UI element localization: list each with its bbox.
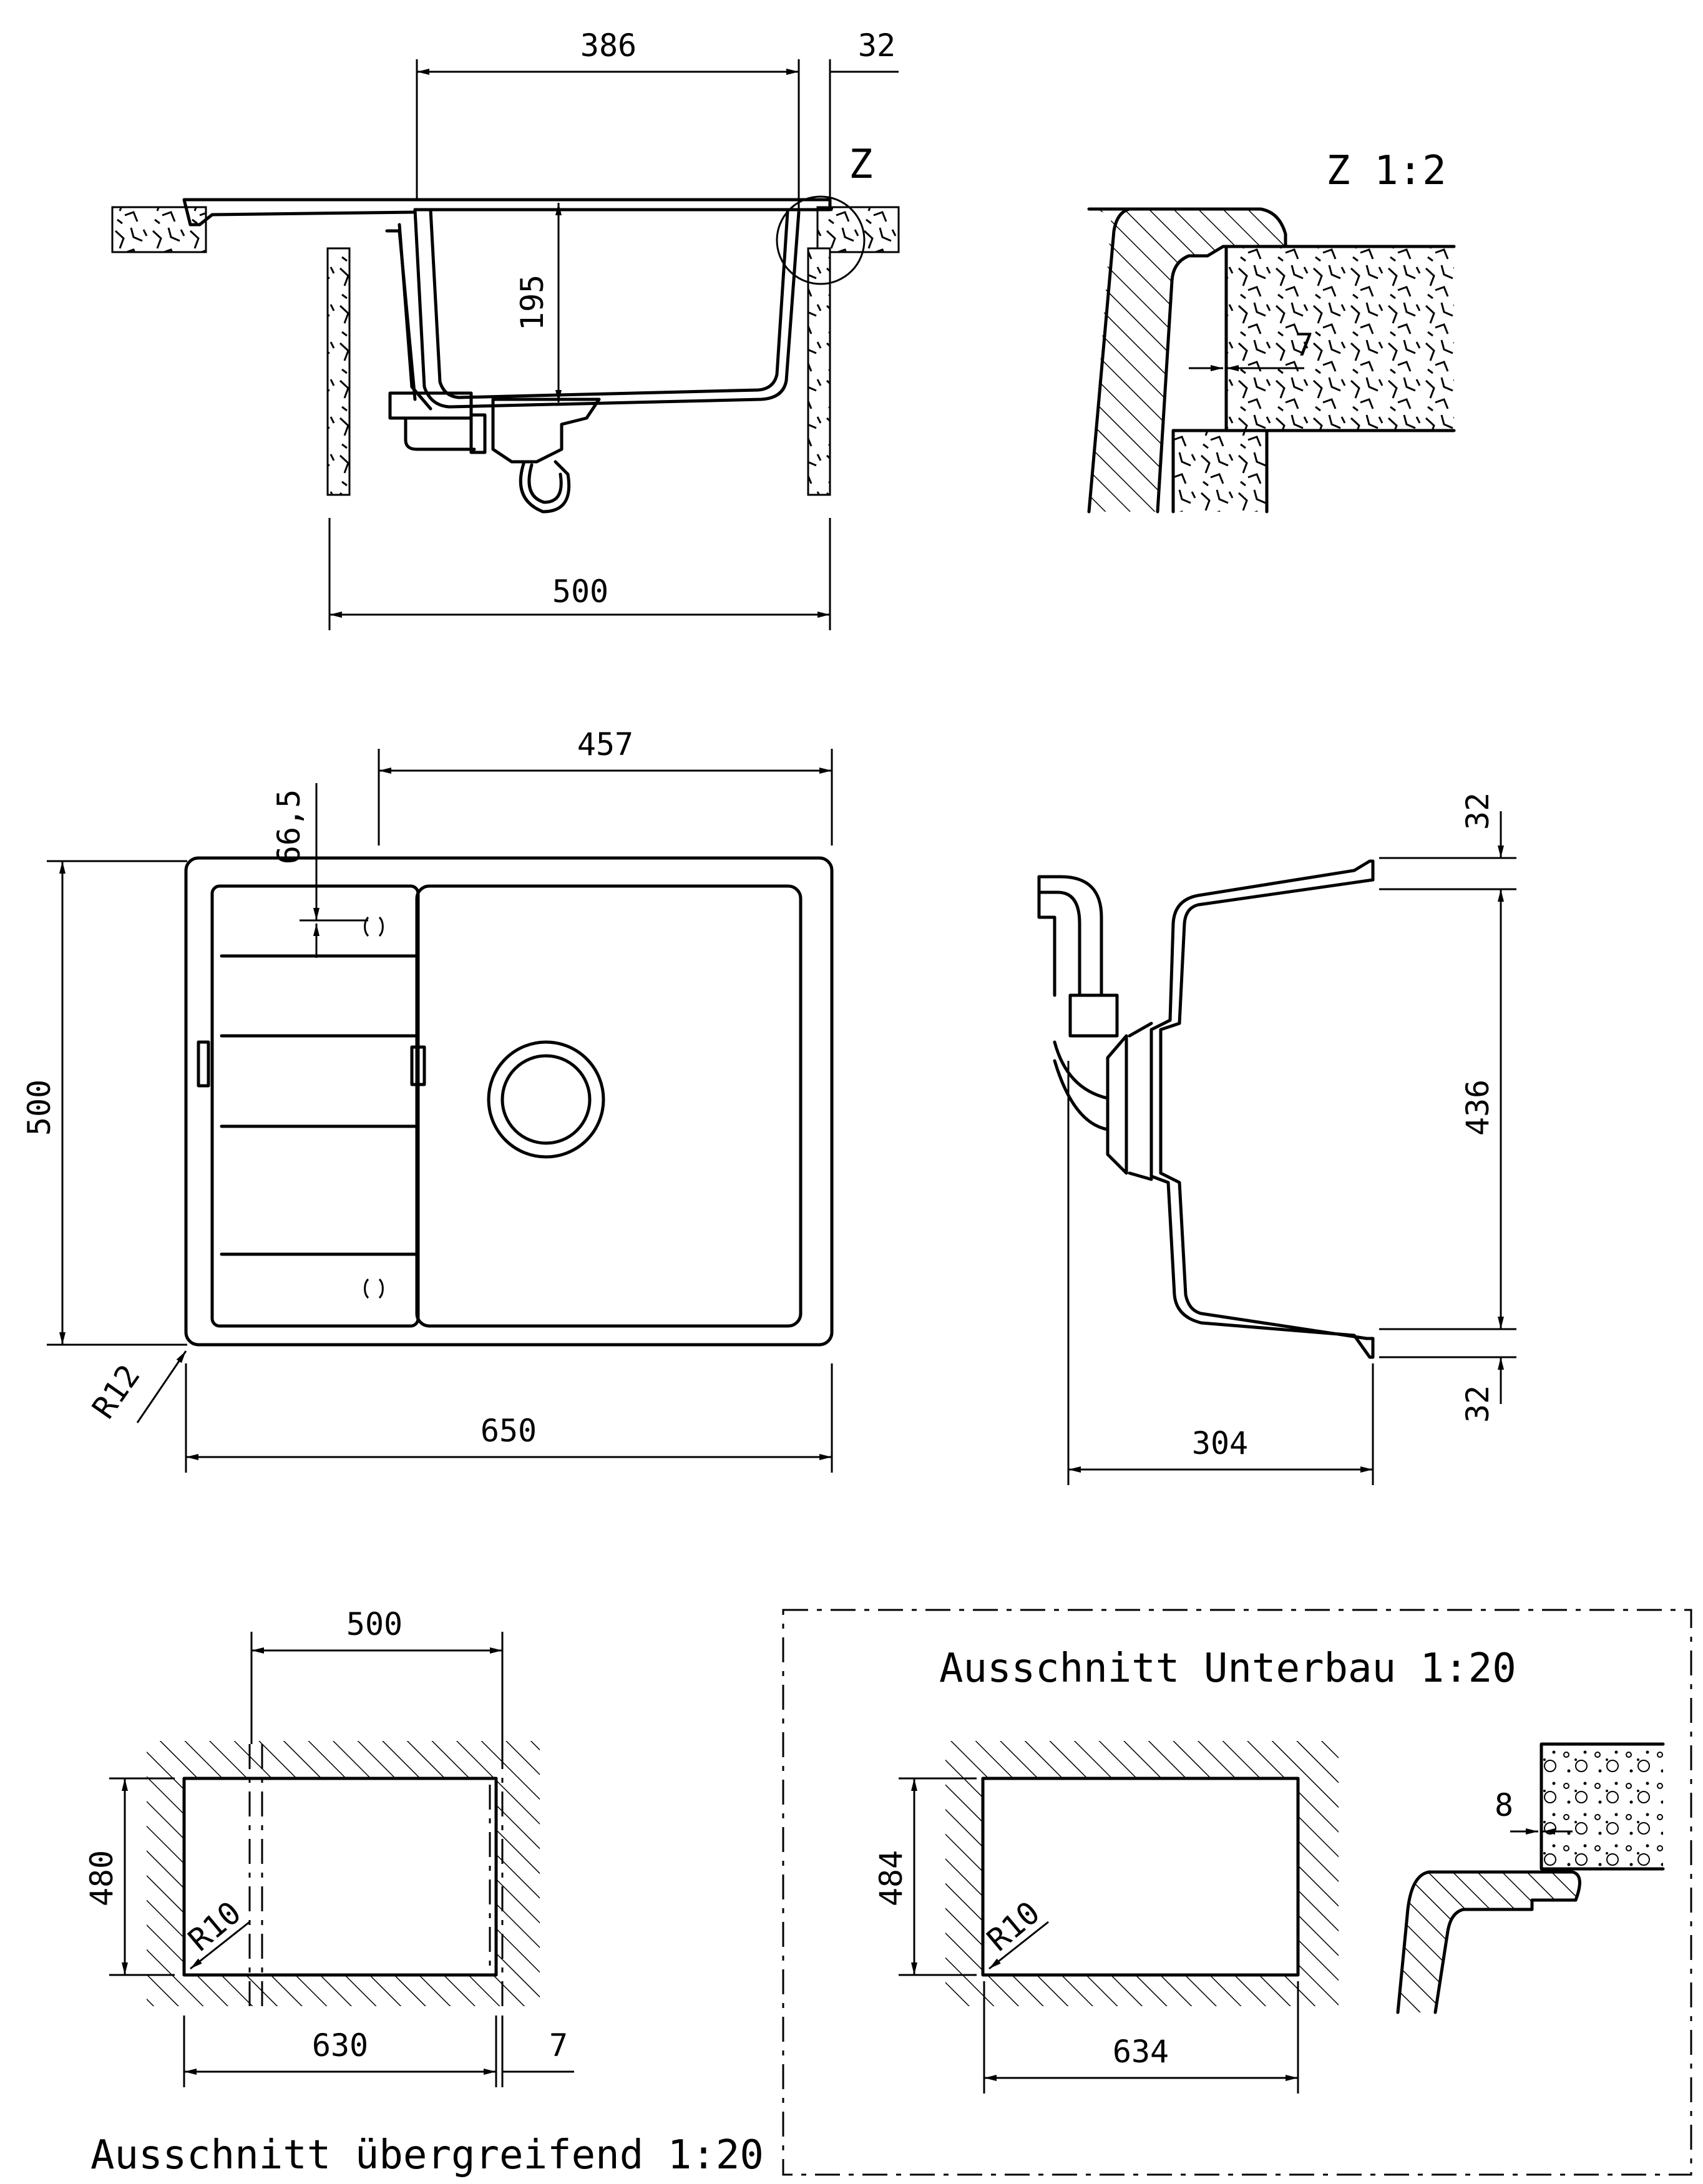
- sink-edge-outline-inner: [1087, 207, 1131, 514]
- undermount-sink-edge: [1398, 1872, 1580, 2012]
- drain-trap-inner: [527, 463, 563, 504]
- dim-label-66-5: 66,5: [271, 789, 307, 864]
- dim-line-r12: [136, 1350, 187, 1423]
- dim-label-436: 436: [1460, 1080, 1496, 1136]
- cutout-undermount-title: Ausschnitt Unterbau 1:20: [939, 1645, 1516, 1692]
- sink-edge-section: [1089, 209, 1286, 512]
- drain-strainer: [491, 397, 601, 464]
- drain-trap: [519, 460, 571, 514]
- dim-line-cut1-r10: [190, 1921, 250, 1970]
- cabinet-wall-left: [328, 248, 349, 495]
- tap-hole-top: [364, 916, 384, 937]
- dim-label-cut2-8: 8: [1495, 1787, 1513, 1823]
- dim-label-cut1-7: 7: [549, 2027, 568, 2064]
- side-drain-flange: [1128, 1021, 1153, 1181]
- cabinet-wall-left-outline: [326, 247, 351, 496]
- detail-z-circle: [776, 195, 866, 285]
- cabinet-section: [1173, 431, 1267, 512]
- dim-label-cut1-480: 480: [84, 1850, 120, 1906]
- dim-label-500: 500: [552, 573, 608, 610]
- dim-label-32-bottom: 32: [1460, 1385, 1496, 1423]
- front-section-view: Z 386 32 195 500: [111, 27, 900, 630]
- top-view: 66,5 457 500 650 R12: [21, 726, 834, 1473]
- dim-label-32: 32: [858, 27, 895, 64]
- overflow-pipe: [398, 223, 432, 411]
- dim-label-195: 195: [514, 275, 550, 331]
- overflow-slot: [197, 1040, 210, 1088]
- sink-rim: [182, 198, 832, 227]
- side-pipe-nut: [1068, 993, 1119, 1038]
- cutout2-opening: [983, 1778, 1298, 1975]
- drain-inner: [500, 1054, 592, 1145]
- tap-hole-bottom: [364, 1278, 384, 1299]
- overflow-pipe-outer: [385, 229, 417, 401]
- dim-label-cut1-630: 630: [312, 2027, 368, 2064]
- cutout1-outline: [182, 1777, 498, 1977]
- side-overflow-pipe: [1037, 890, 1081, 997]
- dim-label-7: 7: [1295, 327, 1314, 363]
- dim-label-500-top: 500: [21, 1080, 57, 1136]
- cutout-overlapping-view: 500 480 630 7 R10 Ausschnitt übergreifen…: [84, 1606, 764, 2178]
- detail-z-view: Z 1:2 7: [1087, 148, 1456, 514]
- dim-label-32-top: 32: [1460, 792, 1496, 830]
- cutout-undermount-view: Ausschnitt Unterbau 1:20 484 634 R10 8: [782, 1609, 1692, 2176]
- side-pipe-lower: [1053, 1040, 1110, 1131]
- drain-connector: [388, 391, 473, 420]
- detail-marker-label: Z: [849, 142, 873, 188]
- side-bowl: [1149, 859, 1375, 1359]
- bowl-overflow: [410, 1045, 426, 1086]
- sink-bowl-inner: [429, 208, 789, 399]
- cutout-overlap-title: Ausschnitt übergreifend 1:20: [90, 2132, 764, 2178]
- cabinet-wall-right: [808, 248, 830, 495]
- countertop-left: [112, 207, 206, 252]
- cutout1-opening: [184, 1778, 496, 1975]
- dim-label-r12: R12: [85, 1358, 147, 1425]
- cutout2-hatch: [945, 1741, 1339, 2006]
- detail-title: Z 1:2: [1326, 148, 1447, 194]
- dim-label-304: 304: [1192, 1425, 1248, 1461]
- cutout2-outline: [981, 1777, 1300, 1977]
- dim-label-cut1-500: 500: [346, 1606, 403, 1642]
- countertop-right: [817, 207, 899, 252]
- dim-line-cut2-r10: [988, 1921, 1049, 1970]
- side-view: 32 436 32 304: [1037, 792, 1516, 1485]
- dim-label-457: 457: [577, 726, 633, 763]
- drain-nut: [469, 413, 487, 454]
- sink-edge-outline-top: [1087, 207, 1287, 514]
- dim-label-650: 650: [481, 1413, 537, 1449]
- side-overflow-pipe-outer: [1037, 875, 1103, 997]
- dim-label-386: 386: [580, 27, 637, 64]
- dim-label-cut2-484: 484: [873, 1850, 909, 1906]
- drainer-outline: [210, 884, 420, 1328]
- undermount-countertop-outline: [1540, 1742, 1665, 1871]
- countertop-section: [1226, 246, 1454, 431]
- side-strainer: [1106, 1034, 1128, 1175]
- cutout1-hatch: [147, 1741, 540, 2006]
- countertop-outline: [1224, 245, 1456, 432]
- dim-label-cut2-634: 634: [1113, 2034, 1169, 2070]
- undermount-countertop: [1541, 1744, 1663, 1869]
- bowl-outline: [415, 884, 803, 1328]
- undermount-frame: [782, 1609, 1692, 2176]
- drain-outer: [487, 1040, 605, 1159]
- sink-outline: [184, 856, 834, 1347]
- drain-elbow: [404, 416, 476, 451]
- cabinet-wall-right-outline: [807, 247, 831, 496]
- countertop-left-outline: [111, 206, 207, 253]
- undermount-sink-edge-outline: [1396, 1870, 1581, 2014]
- cabinet-outline: [1171, 429, 1269, 514]
- sink-bowl-outer: [413, 208, 801, 409]
- countertop-right-outline: [816, 206, 900, 253]
